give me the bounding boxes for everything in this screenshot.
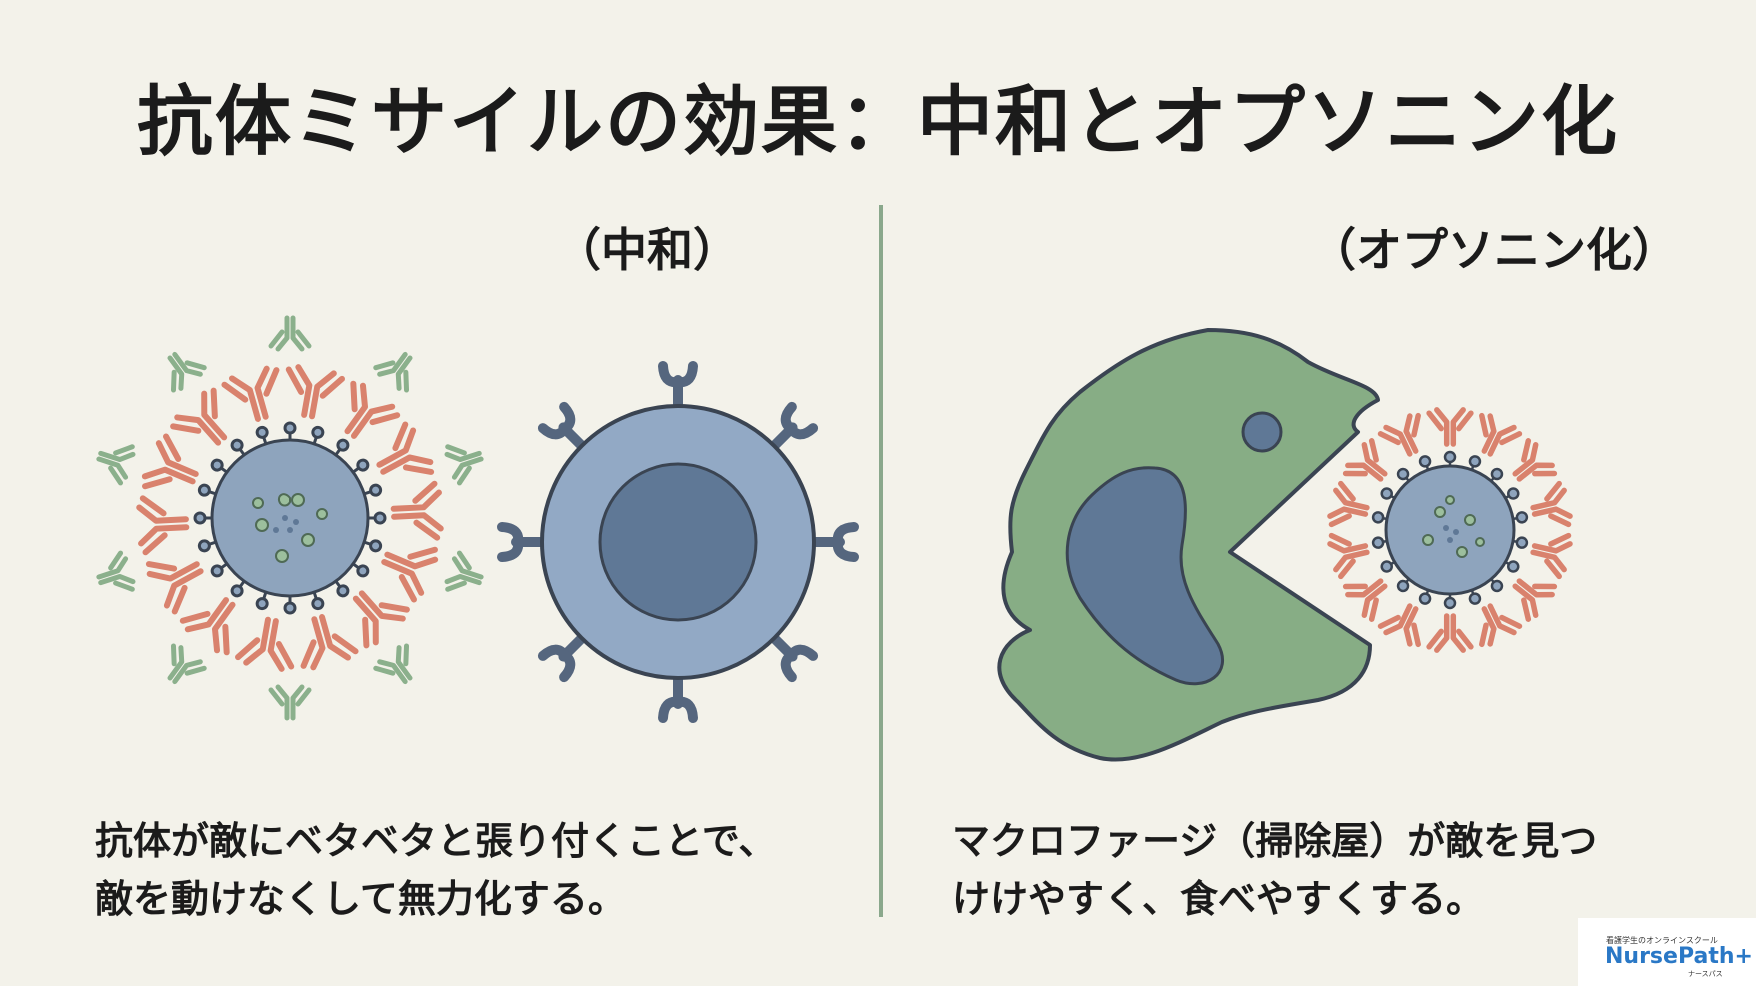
nursepath-logo: 看護学生のオンラインスクール NursePath+ ナースパス [1578, 918, 1756, 986]
virus-spike [1468, 585, 1482, 605]
antibody-bound [1504, 439, 1557, 493]
antibody-free [157, 345, 206, 392]
antibody-bound [237, 616, 298, 671]
virus-spike [230, 438, 248, 459]
antibody-bound [282, 366, 343, 421]
antibody-free [445, 552, 486, 598]
virus-right [1371, 450, 1529, 610]
virus-spike [1468, 455, 1482, 475]
neutralization-line-1: 抗体が敵にベタベタと張り付くことで、 [95, 819, 777, 863]
antibody-bound [180, 587, 251, 656]
antibody-free [94, 438, 135, 484]
antibody-free [271, 318, 309, 349]
antibody-free [374, 345, 423, 392]
page-title: 抗体ミサイルの効果：中和とオプソニン化 [137, 77, 1619, 166]
virus-spike [210, 458, 231, 476]
antibody-bound [1529, 529, 1572, 577]
antibody-bound [1529, 483, 1572, 531]
logo-name: NursePath+ [1605, 944, 1753, 969]
neutralization-heading: （中和） [555, 223, 739, 277]
antibody-bound [139, 496, 188, 552]
antibody-free [94, 552, 135, 598]
opsonization-line-1: マクロファージ（掃除屋）が敵を見つ [952, 819, 1598, 863]
cell-receptor [663, 678, 693, 718]
antibody-bound [368, 423, 434, 492]
cell-receptor [502, 527, 542, 557]
opsonization-heading: （オプソニン化） [1310, 223, 1678, 277]
antibody-bound [1328, 483, 1371, 531]
panel-divider [879, 205, 883, 917]
antibody-free [445, 438, 486, 484]
antibody-bound [223, 366, 287, 425]
virus-spike [283, 421, 297, 444]
antibody-bound [339, 578, 410, 648]
antibody-bound [170, 388, 241, 458]
cell-receptor [814, 527, 854, 557]
logo-sub: ナースパス [1688, 970, 1723, 978]
antibody-free [374, 644, 423, 691]
macrophage [997, 328, 1380, 762]
antibody-free [271, 687, 309, 718]
antibody-free [157, 644, 206, 691]
opsonization-description: マクロファージ（掃除屋）が敵を見つ けけやすく、食べやすくする。 [952, 812, 1712, 928]
virus-spike [1508, 511, 1529, 524]
antibody-bound [1468, 413, 1520, 462]
opsonization-line-2: けけやすく、食べやすくする。 [952, 877, 1485, 921]
virus-spike [332, 577, 350, 598]
cell-receptor [663, 366, 693, 406]
virus-spike [1380, 487, 1399, 502]
neutralization-description: 抗体が敵にベタベタと張り付くことで、 敵を動けなくして無力化する。 [95, 812, 875, 928]
antibody-bound [1504, 567, 1557, 621]
antibody-bound [1379, 598, 1431, 647]
antibody-bound [1379, 413, 1431, 462]
antibody-bound [145, 544, 211, 613]
antibody-bound [141, 435, 204, 503]
host-cell [502, 366, 854, 718]
virus-spike [1443, 450, 1457, 470]
antibody-bound [1343, 439, 1396, 493]
antibody-bound [329, 380, 400, 449]
antibody-bound [1468, 598, 1520, 647]
antibody-bound [1328, 529, 1371, 577]
antibody-bound [1343, 567, 1396, 621]
antibody-bound [1429, 616, 1471, 650]
antibody-bound [393, 484, 442, 540]
logo-tagline: 看護学生のオンラインスクール [1606, 936, 1718, 945]
virus-left [193, 421, 387, 615]
neutralization-line-2: 敵を動けなくして無力化する。 [95, 877, 626, 921]
antibody-bound [1429, 410, 1471, 444]
virus-spike [193, 511, 216, 525]
virus-spike [255, 425, 269, 449]
antibody-bound [292, 611, 356, 670]
virus-spike [210, 560, 231, 578]
antibody-bound [375, 533, 438, 601]
